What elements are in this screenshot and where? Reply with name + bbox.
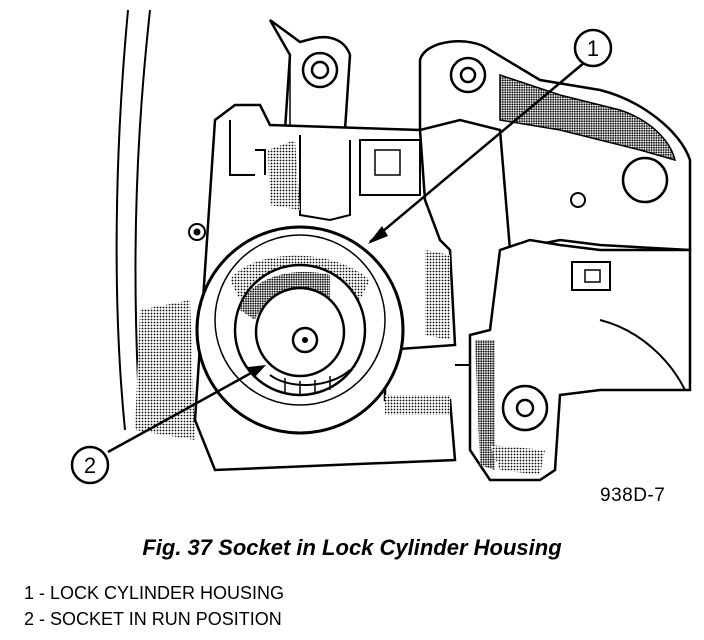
figure-id-label: 938D-7: [600, 485, 666, 506]
callout-2-number: 2: [84, 453, 96, 478]
figure-caption: Fig. 37 Socket in Lock Cylinder Housing: [142, 535, 562, 560]
callout-1-number: 1: [587, 36, 599, 61]
arrowhead-1: [368, 226, 388, 244]
lock-cylinder-housing-illustration: 1 2: [70, 9, 692, 485]
upper-right-bracket: [418, 40, 692, 252]
legend: 1 - LOCK CYLINDER HOUSING 2 - SOCKET IN …: [24, 580, 284, 632]
callout-2: 2: [70, 445, 110, 485]
socket-boss: [195, 225, 405, 435]
upper-mount-tab: [268, 18, 352, 132]
arrowhead-2: [248, 365, 266, 378]
legend-item-1: 1 - LOCK CYLINDER HOUSING: [24, 583, 285, 603]
leader-lines: [107, 61, 586, 454]
left-shading: [135, 300, 195, 440]
legend-item-2: 2 - SOCKET IN RUN POSITION: [24, 609, 282, 629]
lower-right-bracket: [455, 238, 692, 482]
callout-1: 1: [573, 28, 613, 68]
column-outline: [115, 9, 151, 431]
